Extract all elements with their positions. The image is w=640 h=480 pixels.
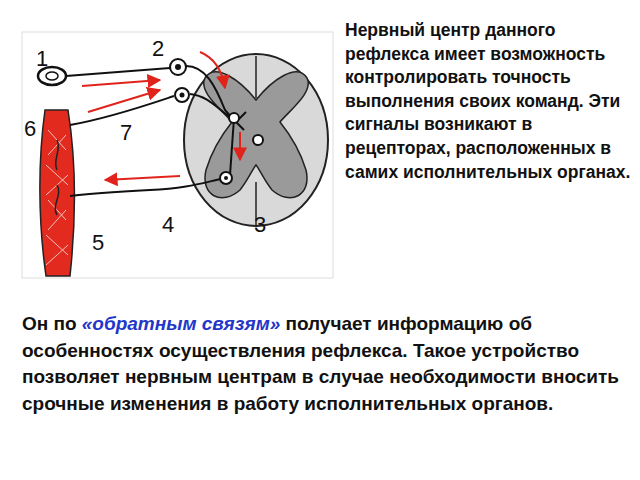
paragraph-text: Он по: [22, 313, 77, 334]
spinal-cord: [184, 54, 328, 226]
callout-number: 6: [24, 118, 36, 140]
note-text: Нервный центр данного рефлекса имеет воз…: [345, 19, 633, 184]
neuron-body: [170, 59, 239, 184]
callout-number: 4: [162, 214, 174, 236]
paragraph: Он по«обратным связям»получает информаци…: [22, 311, 628, 417]
muscle: [40, 110, 74, 276]
highlight-term: «обратным связям»: [82, 313, 281, 334]
callout-number: 5: [92, 232, 104, 254]
callout-number: 3: [254, 214, 266, 236]
callout-number: 2: [152, 38, 164, 60]
callout-number: 7: [120, 122, 132, 144]
callout-number: 1: [36, 48, 48, 70]
